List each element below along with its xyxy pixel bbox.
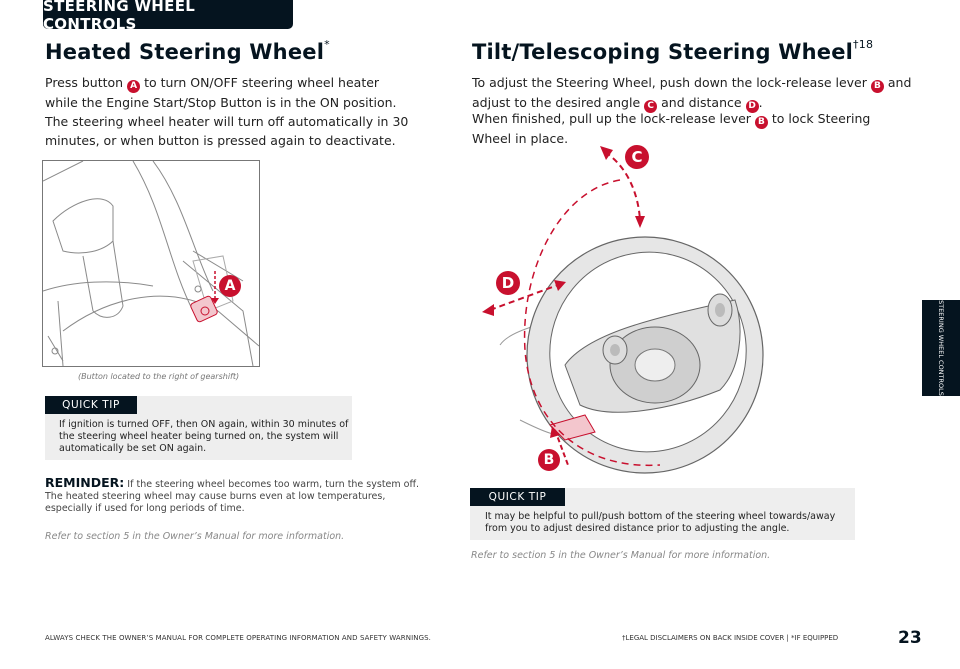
section-header-label: STEERING WHEEL CONTROLS	[43, 0, 196, 33]
wheel-callout-b: B	[538, 449, 560, 471]
side-tab-label: STEERING WHEEL CONTROLS	[937, 300, 946, 396]
steering-wheel-illustration	[470, 140, 790, 475]
callout-badge-d: D	[745, 100, 759, 113]
gearshift-console-illustration	[42, 160, 260, 367]
tilt-wheel-title: Tilt/Telescoping Steering Wheel†18	[472, 38, 874, 64]
quick-tip-text-right: It may be helpful to pull/push bottom of…	[485, 511, 836, 534]
page-number: 23	[898, 628, 922, 648]
image-caption: (Button located to the right of gearshif…	[78, 372, 240, 381]
callout-badge-b-2: B	[754, 116, 768, 129]
title-footnote-mark: *	[324, 38, 330, 51]
refer-note-left: Refer to section 5 in the Owner’s Manual…	[45, 531, 345, 542]
wheel-callout-c: C	[625, 145, 649, 169]
callout-badge-b: B	[870, 80, 884, 93]
callout-badge-a: A	[127, 80, 141, 93]
footer-disclaimer: †LEGAL DISCLAIMERS ON BACK INSIDE COVER …	[622, 634, 839, 642]
section-header-tab: STEERING WHEEL CONTROLS	[43, 0, 293, 33]
reminder-label: REMINDER:	[45, 475, 125, 490]
reminder-note: REMINDER: If the steering wheel becomes …	[45, 475, 430, 515]
quick-tip-label-left: QUICK TIP	[45, 396, 137, 414]
heated-wheel-description: Press button A to turn ON/OFF steering w…	[45, 75, 409, 148]
reminder-text: If the steering wheel becomes too warm, …	[45, 479, 420, 514]
heated-wheel-title: Heated Steering Wheel*	[45, 38, 330, 64]
quick-tip-text-left: If ignition is turned OFF, then ON again…	[59, 419, 349, 454]
tilt-wheel-description: To adjust the Steering Wheel, push down …	[472, 75, 912, 113]
refer-note-right: Refer to section 5 in the Owner’s Manual…	[471, 550, 771, 561]
quick-tip-label-right: QUICK TIP	[470, 488, 565, 506]
wheel-callout-d: D	[496, 271, 520, 295]
callout-badge-c: C	[644, 100, 658, 113]
side-section-tab: STEERING WHEEL CONTROLS	[922, 300, 960, 396]
tilt-wheel-instructions: When finished, pull up the lock-release …	[472, 111, 871, 146]
image-callout-a: A	[219, 275, 241, 297]
tilt-title-footnote-mark: †18	[853, 38, 874, 51]
footer-safety-warning: ALWAYS CHECK THE OWNER’S MANUAL FOR COMP…	[45, 634, 431, 642]
